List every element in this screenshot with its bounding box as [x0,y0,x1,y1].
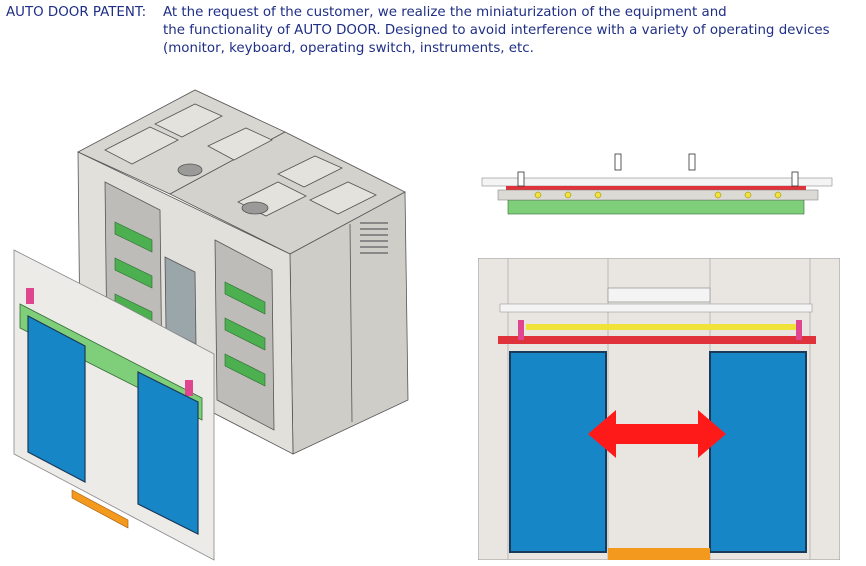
front-view-illustration [478,258,840,560]
auto-door-assembly [13,249,215,561]
description-title: AUTO DOOR PATENT: [6,5,147,20]
isometric-equipment-illustration [13,89,409,561]
top-view-illustration [481,153,833,215]
internal-shelves [114,221,266,387]
description-block: AUTO DOOR PATENT: At the request of the … [6,4,862,58]
sliding-direction-arrow [588,410,726,458]
description-line-1: At the request of the customer, we reali… [163,5,727,20]
description-line-2: the functionality of AUTO DOOR. Designed… [163,23,830,38]
description-line-3: (monitor, keyboard, operating switch, in… [163,41,534,56]
